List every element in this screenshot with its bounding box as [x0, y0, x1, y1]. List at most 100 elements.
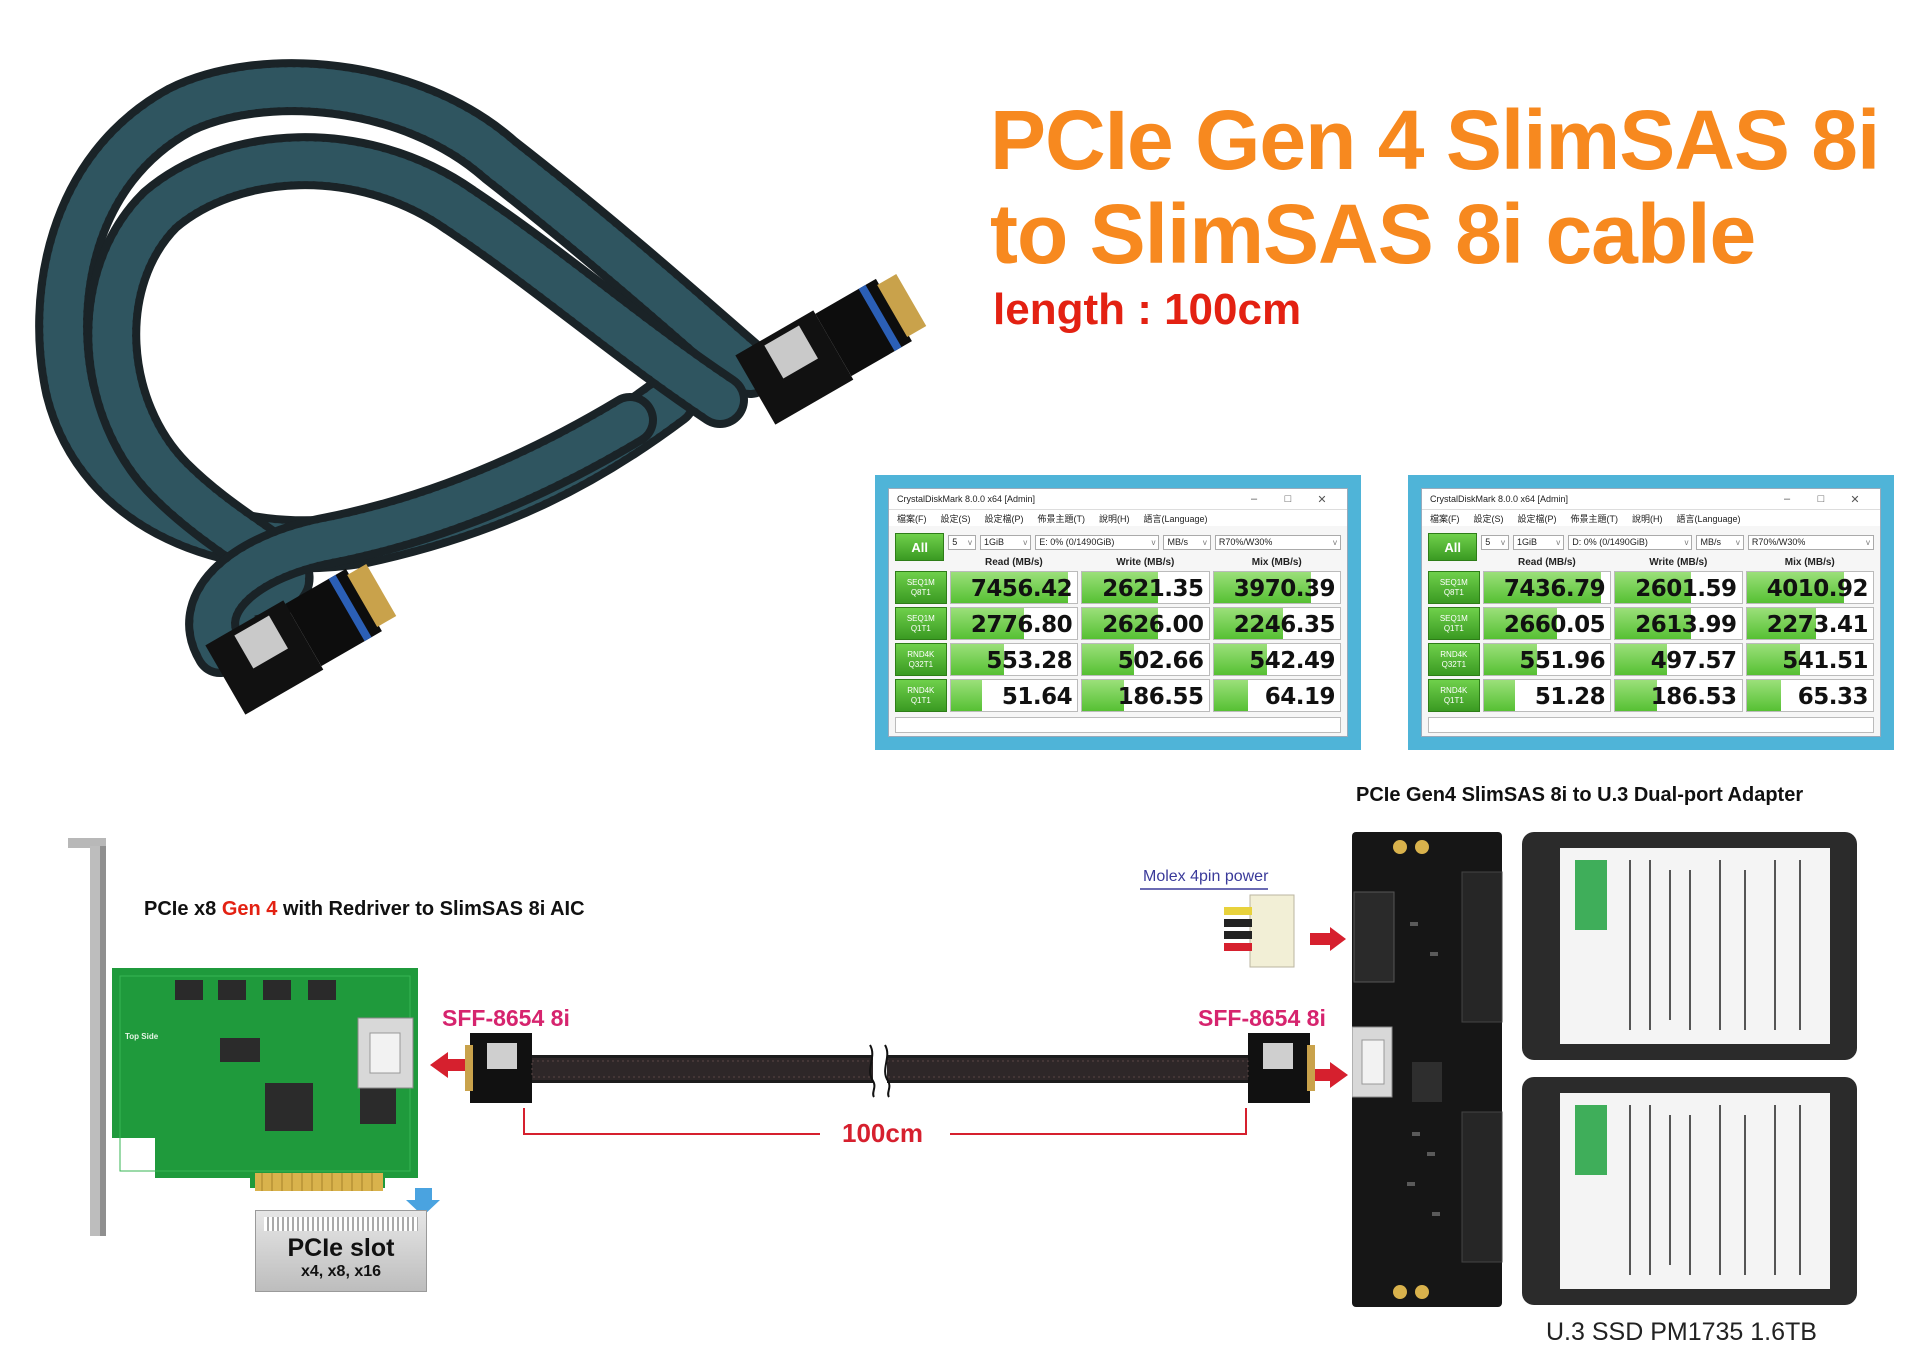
write-cell: 2626.00 [1081, 607, 1210, 640]
adapter-caption: PCIe Gen4 SlimSAS 8i to U.3 Dual-port Ad… [1356, 784, 1804, 806]
unit-value: MB/s [1700, 537, 1721, 547]
mix-cell: 65.33 [1745, 679, 1874, 712]
cable-length-dimension: 100cm [842, 1118, 923, 1148]
drive-select[interactable]: D: 0% (0/1490GiB)v [1568, 534, 1693, 550]
write-cell: 186.53 [1614, 679, 1743, 712]
score-bar [950, 644, 1004, 675]
menu-theme[interactable]: 佈景主題(T) [1570, 513, 1619, 524]
score-bar [1483, 680, 1516, 711]
unit-select[interactable]: MB/s v [1696, 534, 1744, 550]
menu-help[interactable]: 說明(H) [1099, 513, 1130, 524]
maximize-icon[interactable]: □ [1817, 493, 1825, 505]
menu-help[interactable]: 說明(H) [1632, 513, 1663, 524]
menu-file[interactable]: 檔案(F) [897, 513, 927, 524]
col-write: Write (MB/s) [1649, 557, 1708, 568]
col-read: Read (MB/s) [984, 557, 1043, 568]
size-value: 1GiB [983, 537, 1004, 547]
menu-language[interactable]: 語言(Language) [1676, 513, 1741, 524]
score-bar [1615, 644, 1667, 675]
pcie-slot-label: PCIe slot [287, 1234, 395, 1262]
count-value: 5 [1485, 537, 1491, 547]
score-bar [1082, 608, 1158, 639]
size-select[interactable]: 1GiB v [1512, 534, 1565, 550]
benchmark-window-1: CrystalDiskMark 8.0.0 x64 [Admin] – □ ✕ … [875, 475, 1361, 750]
close-icon[interactable]: ✕ [1850, 493, 1860, 506]
drive-select[interactable]: E: 0% (0/1490GiB)v [1035, 534, 1160, 550]
all-button[interactable]: All [1428, 533, 1478, 561]
menu-file[interactable]: 檔案(F) [1430, 513, 1460, 524]
chevron-down-icon: v [1556, 537, 1561, 547]
arrow-right-icon [1310, 927, 1346, 951]
read-cell: 2776.80 [949, 607, 1079, 640]
maximize-icon[interactable]: □ [1284, 493, 1292, 505]
mix-cell: 2273.41 [1745, 607, 1874, 640]
aic-card-image [68, 838, 440, 1236]
write-cell: 186.55 [1081, 679, 1210, 712]
menu-profile[interactable]: 設定檔(P) [984, 513, 1024, 524]
score-bar [950, 680, 983, 711]
score-bar [1746, 608, 1817, 639]
write-cell: 497.57 [1614, 643, 1743, 676]
mix-cell: 542.49 [1212, 643, 1341, 676]
minimize-icon[interactable]: – [1783, 493, 1791, 505]
score-bar [1082, 572, 1158, 603]
slimsas-cable-image [35, 59, 927, 715]
score-bar [1483, 572, 1602, 603]
score-bar [1213, 644, 1267, 675]
chevron-down-icon: v [1023, 537, 1028, 547]
read-cell: 551.96 [1482, 643, 1612, 676]
chevron-down-icon: v [1151, 537, 1156, 547]
score-bar [950, 608, 1024, 639]
mix-select[interactable]: R70%/W30%v [1214, 534, 1342, 550]
score-bar [1213, 680, 1248, 711]
score-bar [1746, 572, 1844, 603]
write-cell: 2601.59 [1614, 571, 1743, 604]
menu-language[interactable]: 語言(Language) [1143, 513, 1208, 524]
count-value: 5 [952, 537, 958, 547]
port-label-left: SFF-8654 8i [442, 1005, 570, 1031]
results-table: Read (MB/s) Write (MB/s) Mix (MB/s) SEQ1… [1425, 554, 1877, 715]
score-bar [1746, 644, 1800, 675]
all-button[interactable]: All [895, 533, 945, 561]
score-bar [1746, 680, 1781, 711]
card-silkscreen: Top Side [125, 1032, 159, 1041]
col-read: Read (MB/s) [1517, 557, 1576, 568]
write-cell: 2613.99 [1614, 607, 1743, 640]
chevron-down-icon: v [1735, 537, 1740, 547]
mix-select[interactable]: R70%/W30%v [1747, 534, 1875, 550]
read-cell: 51.64 [949, 679, 1079, 712]
menu-theme[interactable]: 佈景主題(T) [1037, 513, 1086, 524]
pcie-slot: PCIe slot x4, x8, x16 [255, 1210, 427, 1292]
size-select[interactable]: 1GiB v [979, 534, 1032, 550]
col-write: Write (MB/s) [1116, 557, 1175, 568]
menu-settings[interactable]: 設定(S) [940, 513, 971, 524]
cable-length-label: length : 100cm [993, 285, 1302, 334]
close-icon[interactable]: ✕ [1317, 493, 1327, 506]
menu-profile[interactable]: 設定檔(P) [1517, 513, 1557, 524]
minimize-icon[interactable]: – [1250, 493, 1258, 505]
window-title: CrystalDiskMark 8.0.0 x64 [Admin] [1430, 494, 1569, 504]
menu-settings[interactable]: 設定(S) [1473, 513, 1504, 524]
size-value: 1GiB [1516, 537, 1537, 547]
page-title-line2: to SlimSAS 8i cable [990, 187, 1756, 281]
status-bar [895, 717, 1341, 733]
score-bar [1615, 608, 1691, 639]
score-bar [1213, 572, 1311, 603]
arrow-right-icon [1308, 1062, 1348, 1088]
